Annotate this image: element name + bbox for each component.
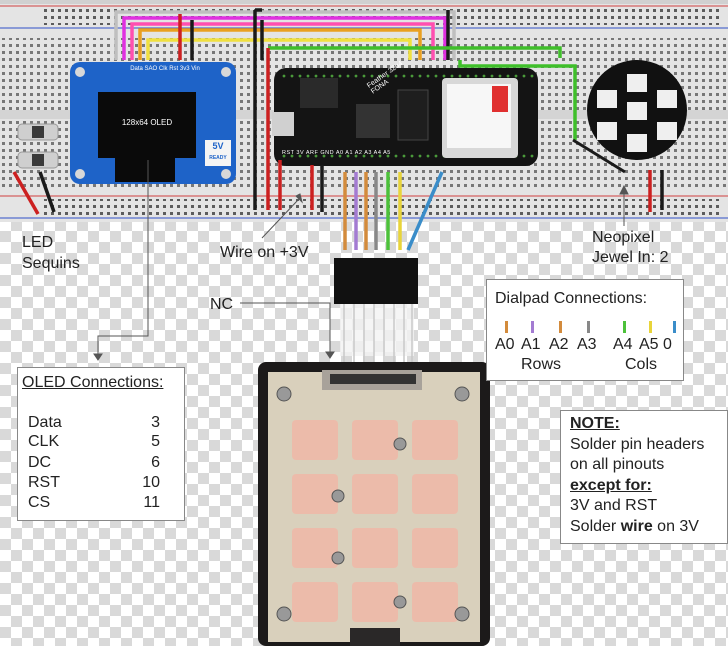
dialpad-pin-label-4: A4 xyxy=(613,336,633,353)
note-box: NOTE: Solder pin headers on all pinouts … xyxy=(560,410,728,544)
oled-5v-badge: 5V READY xyxy=(205,140,231,164)
top-wires xyxy=(114,8,577,210)
note-title: NOTE: xyxy=(570,415,620,432)
note-line3: except for: xyxy=(570,477,652,494)
note-line5: Solder wire on 3V xyxy=(570,518,699,535)
dialpad-pin-label-5: A5 xyxy=(639,336,659,353)
dialpad-rows-label: Rows xyxy=(521,356,562,373)
dialpad-pin-label-6: 0 xyxy=(663,336,672,353)
dialpad-pin-label-3: A3 xyxy=(577,336,597,353)
neopixel-jewel xyxy=(572,60,687,212)
dialpad-pin-color-0 xyxy=(505,321,508,333)
oled-header-pins: Data SAO Clk Rst 3v3 Vin xyxy=(130,66,200,72)
keypad-ribbon xyxy=(334,258,418,372)
dialpad-cols-label: Cols xyxy=(625,356,658,373)
dialpad-pin-color-3 xyxy=(587,321,590,333)
led-sequins xyxy=(12,123,59,215)
led-sequins-label: LED Sequins xyxy=(22,234,80,272)
note-line2: on all pinouts xyxy=(570,456,665,473)
badge-5v: 5V xyxy=(212,141,224,151)
neopixel-label: Neopixel Jewel In: 2 xyxy=(592,229,669,266)
dialpad-pin-label-1: A1 xyxy=(521,336,541,353)
feather-bottom-pins: RST 3V ARF GND A0 A1 A2 A3 A4 A5 xyxy=(282,150,391,156)
wire-3v-label: Wire on +3V xyxy=(220,244,309,261)
dialpad-pin-color-1 xyxy=(531,321,534,333)
annotation-arrows xyxy=(93,160,629,361)
dialpad-title: Dialpad Connections: xyxy=(495,290,648,307)
feather-board xyxy=(272,68,538,166)
nc-label: NC xyxy=(210,296,234,313)
oled-board xyxy=(70,62,236,184)
dialpad-pin-color-6 xyxy=(673,321,676,333)
oled-connections-title: OLED Connections: xyxy=(22,374,164,391)
note-line1: Solder pin headers xyxy=(570,436,705,453)
feather-bottom-wires xyxy=(278,160,444,251)
oled-screen-text: 128x64 OLED xyxy=(121,118,173,127)
dialpad-pin-label-2: A2 xyxy=(549,336,569,353)
keypad-dialpad xyxy=(258,362,490,646)
dialpad-pin-label-0: A0 xyxy=(495,336,515,353)
dialpad-pin-color-5 xyxy=(649,321,652,333)
dialpad-pin-color-2 xyxy=(559,321,562,333)
note-line4: 3V and RST xyxy=(570,497,658,514)
badge-ready: READY xyxy=(209,155,227,161)
dialpad-pin-color-4 xyxy=(623,321,626,333)
